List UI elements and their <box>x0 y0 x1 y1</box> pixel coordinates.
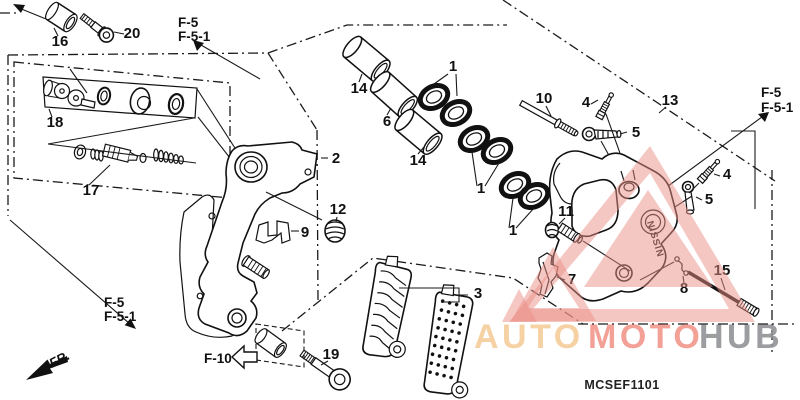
diagram-code: MCSEF1101 <box>584 378 659 392</box>
ref-f10: F-10 <box>204 351 232 366</box>
brake-pad-friction <box>423 284 474 399</box>
callout-18: 18 <box>47 114 64 131</box>
callout-7: 7 <box>568 271 576 288</box>
callout-5a: 5 <box>632 124 640 141</box>
part-13-group-bracket <box>658 106 756 209</box>
callout-1c: 1 <box>509 222 517 239</box>
collar-dashed-box <box>254 323 305 368</box>
watermark-text-moto: MOTO <box>588 318 703 356</box>
part-10-pin-bolt <box>518 99 579 137</box>
callout-14a: 14 <box>351 80 368 97</box>
callout-1b: 1 <box>477 180 485 197</box>
watermark-triangle-large <box>509 146 755 322</box>
part-18-seal-set <box>42 68 198 119</box>
corner-pointer-arrow <box>13 4 25 13</box>
part-20-bolt <box>79 12 115 43</box>
callout-1a: 1 <box>449 58 457 75</box>
callout-16: 16 <box>52 33 69 50</box>
ref-f51-left: F-5-1 <box>104 309 137 324</box>
ref-f5-top: F-5 <box>178 15 199 30</box>
callout-2: 2 <box>332 150 340 167</box>
part-5-joint-upper <box>581 126 622 142</box>
part-16-cap <box>45 1 78 33</box>
part-19-bolt <box>299 349 351 391</box>
callout-10: 10 <box>536 90 553 107</box>
watermark-text-auto: AUTO <box>474 318 584 356</box>
callout-9: 9 <box>301 224 309 241</box>
part-1-seal-sets <box>416 73 551 229</box>
part-9-pad-retainer <box>255 220 299 244</box>
seal-kit-group-box <box>13 61 231 199</box>
callout-3: 3 <box>474 285 482 302</box>
callout-17: 17 <box>83 182 100 199</box>
callout-8: 8 <box>680 280 688 297</box>
callout-4a: 4 <box>582 94 591 111</box>
part-17-pin-set <box>47 117 197 186</box>
figure-ref-labels: F-5 F-5-1 F-5 F-5-1 F-5 F-5-1 F-10 <box>104 15 794 366</box>
watermark-triangle-tiny <box>502 289 537 322</box>
watermark-triangle-medium <box>584 190 713 287</box>
part-2-bracket <box>179 141 318 338</box>
bracket-stud-bolt <box>241 255 270 280</box>
watermark-text-hub: HUB <box>699 318 783 356</box>
callout-13: 13 <box>662 92 679 109</box>
callout-4b: 4 <box>723 166 732 183</box>
callout-12: 12 <box>330 201 347 218</box>
callout-6: 6 <box>383 113 391 130</box>
callout-19: 19 <box>323 346 340 363</box>
watermark: AUTO MOTO HUB <box>474 146 783 356</box>
callout-5b: 5 <box>705 191 713 208</box>
figure-ref-arrows <box>9 4 769 329</box>
ref-f5-right: F-5 <box>761 85 782 100</box>
part-12-boot <box>324 216 346 243</box>
callout-14b: 14 <box>410 152 427 169</box>
f10-direction-arrow <box>230 344 258 370</box>
ref-f5-left: F-5 <box>104 295 125 310</box>
group-boundary-lines <box>0 0 798 352</box>
brake-pad-back <box>362 255 413 358</box>
ref-f51-right: F-5-1 <box>761 100 794 115</box>
ref-f51-top: F-5-1 <box>178 29 211 44</box>
callout-20: 20 <box>124 25 141 42</box>
callout-11: 11 <box>558 203 574 220</box>
part-3-brake-pads <box>362 255 474 399</box>
